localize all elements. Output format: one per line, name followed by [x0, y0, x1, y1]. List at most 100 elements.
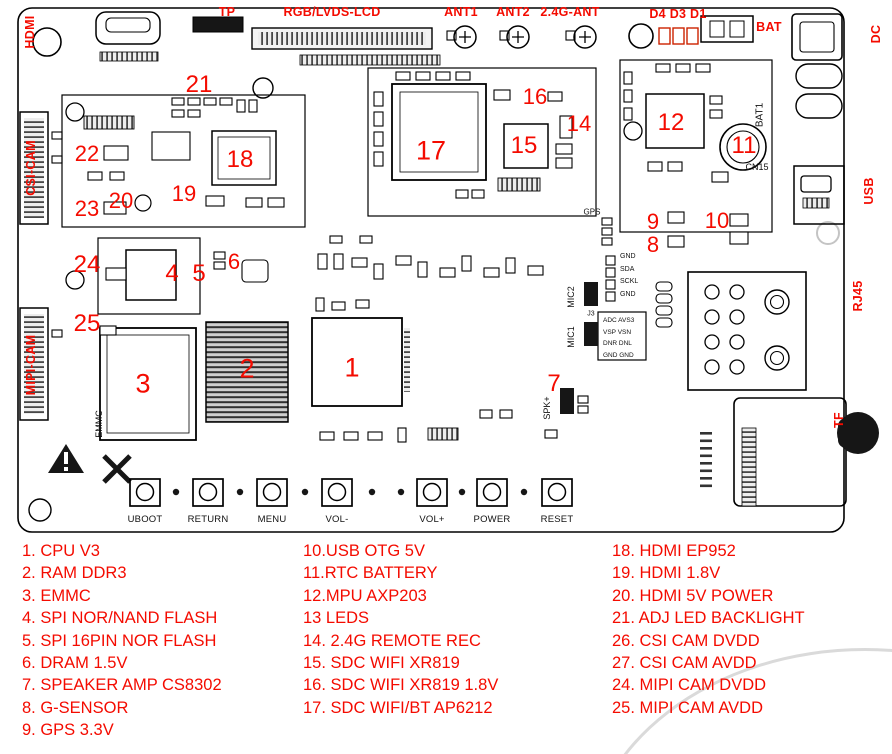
pin-label: SCKL: [620, 278, 639, 285]
rtc-battery: [719, 123, 767, 171]
emmc-silk-label: EMMC: [94, 410, 104, 438]
legend-item-25: 25. MIPI CAM AVDD: [612, 698, 763, 717]
hdmi-port-label: HDMI: [23, 15, 37, 49]
button-label-uboot: UBOOT: [127, 514, 163, 525]
rj45-connector: [687, 271, 807, 391]
pin-label: ADC AVS3: [603, 317, 635, 324]
legend-item-2: 2. RAM DDR3: [22, 564, 127, 583]
legend-item-12: 12.MPU AXP203: [303, 586, 427, 605]
pin-label: GND GND: [603, 351, 634, 359]
j3-label: J3: [587, 310, 595, 318]
dc-label: DC: [869, 24, 883, 44]
legend-item-6: 6. DRAM 1.5V: [22, 654, 128, 673]
pin-label: GND: [620, 253, 636, 260]
button-label-power: POWER: [473, 514, 511, 525]
legend-item-20: 20. HDMI 5V POWER: [612, 586, 774, 605]
board-outline: [17, 7, 845, 533]
legend-column-2: 10.USB OTG 5V 11.RTC BATTERY 12.MPU AXP2…: [303, 540, 498, 719]
legend-item-26: 26. CSI CAM DVDD: [612, 631, 760, 650]
ant-24g-label: 2.4G-ANT: [540, 5, 600, 19]
marker-10: 10: [704, 208, 730, 233]
legend-item-17: 17. SDC WIFI/BT AP6212: [303, 698, 493, 717]
ram-chip: [205, 321, 289, 423]
marker-25: 25: [73, 310, 101, 337]
emmc-chip: [99, 327, 197, 441]
pin-label: VSP VSN: [603, 328, 632, 336]
ant2-label: ANT2: [496, 5, 530, 19]
legend-item-16: 16. SDC WIFI XR819 1.8V: [303, 676, 499, 695]
button-label-reset: RESET: [540, 514, 574, 525]
legend-item-21: 21. ADJ LED BACKLIGHT: [612, 609, 805, 628]
mipi-camera-connector: [19, 307, 63, 421]
legend-item-9: 9. GPS 3.3V: [22, 721, 114, 740]
marker-1: 1: [344, 352, 360, 383]
antenna-connectors: [446, 25, 597, 49]
audio-pin-labels: ADC AVS3 VSP VSN DNR DNL GND GND: [603, 315, 634, 361]
marker-11: 11: [731, 132, 757, 159]
hdmi-connector: [95, 11, 161, 62]
ant1-label: ANT1: [444, 5, 478, 19]
bat1-label: BAT1: [754, 102, 766, 128]
tf-label: TF: [832, 412, 846, 428]
marker-21: 21: [185, 71, 213, 98]
cn15-label: CN15: [745, 162, 769, 172]
audio-connectors: [560, 282, 647, 414]
marker-16: 16: [522, 84, 548, 109]
button-label-menu: MENU: [257, 514, 287, 525]
legend-item-3: 3. EMMC: [22, 586, 91, 605]
marker-20: 20: [108, 188, 134, 213]
legend-item-13: 13 LEDS: [303, 609, 370, 628]
marker-24: 24: [73, 251, 101, 278]
marker-3: 3: [135, 368, 151, 399]
i2c-pin-labels: GND SDA SCKL GND: [620, 251, 638, 301]
gps-label: GPS: [583, 207, 601, 217]
marker-18: 18: [226, 146, 254, 173]
legend-column-3: 18. HDMI EP952 19. HDMI 1.8V 20. HDMI 5V…: [612, 540, 805, 719]
pin-label: SDA: [620, 265, 635, 273]
legend-item-5: 5. SPI 16PIN NOR FLASH: [22, 631, 217, 650]
marker-15: 15: [510, 132, 538, 159]
pin-label: GND: [620, 290, 636, 298]
mic1-label: MIC1: [566, 326, 576, 348]
bat-label: BAT: [756, 20, 782, 34]
marker-14: 14: [566, 111, 592, 136]
led-designators-label: D4 D3 D1: [649, 7, 707, 21]
passive-components: [83, 63, 749, 443]
legend-item-27: 27. CSI CAM AVDD: [612, 654, 757, 673]
pmu-chip: [645, 93, 705, 149]
button-label-return: RETURN: [187, 514, 229, 525]
legend-item-24: 24. MIPI CAM DVDD: [612, 676, 767, 695]
legend-item-10: 10.USB OTG 5V: [303, 542, 425, 560]
wifi-bt-module-chip: [391, 83, 487, 181]
csi-cam-label: CSI-CAM: [24, 140, 38, 196]
spk-label: SPK+: [542, 396, 552, 420]
marker-23: 23: [74, 196, 100, 221]
mounting-holes: [28, 23, 840, 522]
dc-jack: [791, 13, 843, 119]
button-label-vol-minus: VOL-: [325, 514, 349, 525]
pin-label: DNR DNL: [603, 340, 632, 347]
marker-9: 9: [646, 209, 660, 234]
module-outlines: [61, 59, 773, 315]
marker-22: 22: [74, 141, 100, 166]
marker-12: 12: [657, 109, 685, 136]
lcd-label: RGB/LVDS-LCD: [283, 5, 381, 19]
marker-19: 19: [171, 181, 197, 206]
legend-column-1: 1. CPU V3 2. RAM DDR3 3. EMMC 4. SPI NOR…: [22, 540, 222, 742]
rj45-label: RJ45: [851, 280, 865, 312]
legend-item-15: 15. SDC WIFI XR819: [303, 654, 460, 673]
marker-5: 5: [192, 260, 206, 287]
legend-item-19: 19. HDMI 1.8V: [612, 564, 721, 583]
legend-item-18: 18. HDMI EP952: [612, 542, 736, 560]
marker-8: 8: [646, 232, 660, 257]
hdmi-bridge-chip: [211, 130, 277, 186]
legend-item-1: 1. CPU V3: [22, 542, 100, 560]
button-label-vol-plus: VOL+: [419, 514, 445, 525]
tf-card-slot: [700, 397, 879, 507]
cpu-chip: [311, 317, 410, 407]
legend-item-14: 14. 2.4G REMOTE REC: [303, 631, 481, 650]
usb-connector: [793, 165, 845, 225]
tp-label: TP: [218, 5, 236, 19]
